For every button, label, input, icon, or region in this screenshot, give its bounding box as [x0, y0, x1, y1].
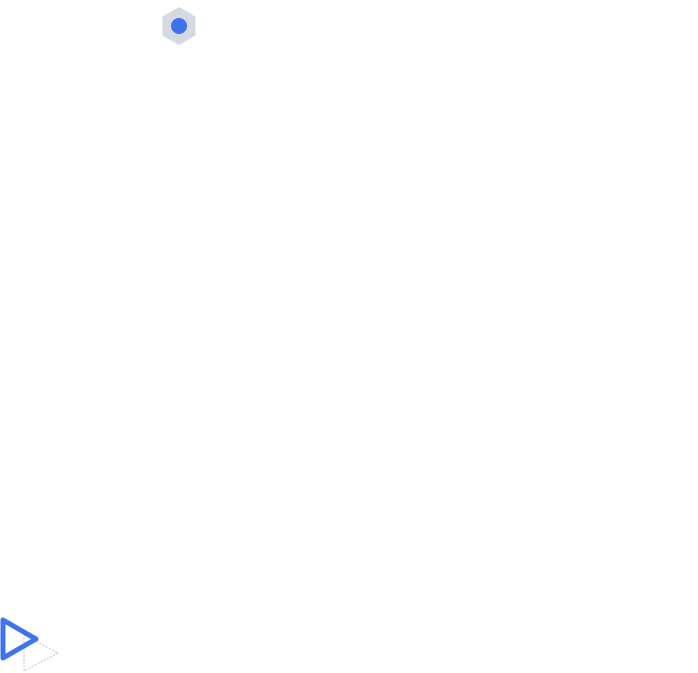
- dot-icon: [171, 18, 187, 34]
- outline-triangle-icon: [23, 634, 60, 672]
- play-triangle-icon: [0, 617, 39, 661]
- hexagon-icon: [162, 7, 196, 45]
- triangle-icons: [0, 617, 60, 672]
